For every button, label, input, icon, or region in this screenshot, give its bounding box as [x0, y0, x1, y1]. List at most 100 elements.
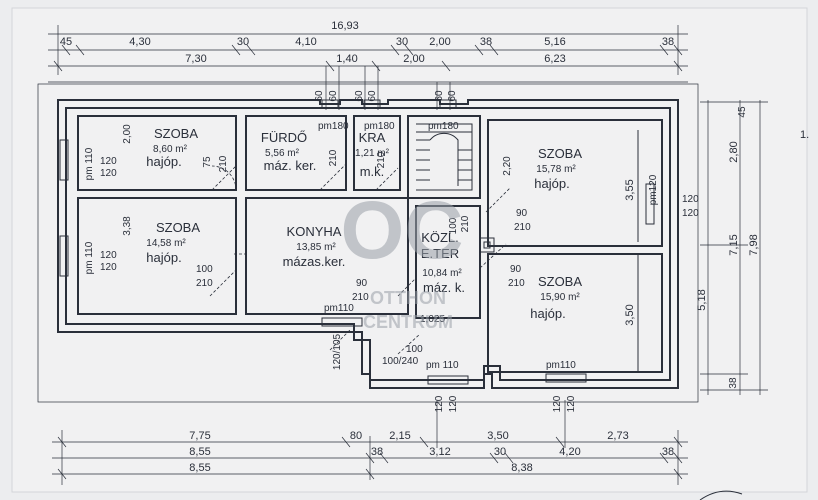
room-7-floor: máz. k. — [423, 280, 465, 295]
dim-bottom-r1-1: 7,75 — [189, 430, 210, 442]
door-210-c: 210 — [376, 151, 387, 168]
dim-bottom-r3-1: 8,55 — [189, 462, 210, 474]
watermark-logo: OC OTTHON CENTRUM — [341, 185, 464, 332]
win-120-d: 120 — [100, 262, 117, 273]
opening-pm180-a: pm180 — [318, 121, 349, 132]
dim-right-6: 5,18 — [696, 289, 708, 310]
opening-pm110-a: pm 110 — [84, 147, 95, 180]
room-6-name: KONYHA — [287, 224, 342, 239]
dim-bottom-r1-4: 3,50 — [487, 430, 508, 442]
win-120-b: 120 — [100, 168, 117, 179]
opening-pm110-d: pm 110 — [426, 360, 459, 371]
dim-v-60-6: 60 — [447, 90, 458, 102]
bottom-120-b: 120 — [448, 395, 459, 412]
dim-v-60-3: 60 — [354, 90, 365, 102]
door-210-f: 210 — [508, 278, 525, 289]
dim-overall: 16,93 — [331, 20, 359, 32]
dim-bottom-r1-3: 2,15 — [389, 430, 410, 442]
room-5-name: SZOBA — [156, 220, 200, 235]
door-210-e: 210 — [514, 222, 531, 233]
opening-pm180-b: pm180 — [364, 121, 395, 132]
opening-pm110-e: pm110 — [546, 360, 576, 371]
dim-v-60-4: 60 — [367, 90, 378, 102]
opening-pm110-c: pm110 — [324, 303, 354, 314]
door-210-a: 210 — [218, 155, 229, 172]
dim-3-38: 3,38 — [122, 216, 133, 236]
room-6-floor: mázas.ker. — [283, 254, 346, 269]
dim-right-5: 7,98 — [748, 234, 760, 255]
dim-right-3: 3,55 — [624, 179, 636, 200]
opening-120-105: 120/105 — [332, 333, 343, 370]
door-210-d: 210 — [196, 278, 213, 289]
dim-right-8: 38 — [728, 377, 739, 389]
win-120-f: 120 — [682, 208, 699, 219]
dim-top-2: 4,30 — [129, 36, 150, 48]
dim-v-60-5: 60 — [434, 90, 445, 102]
room-4-area: 15,78 m² — [536, 164, 576, 175]
win-120-e: 120 — [682, 194, 699, 205]
room-7-name: KÖZL. — [421, 230, 459, 245]
dim-right-4: 7,15 — [728, 234, 740, 255]
chimney — [479, 237, 495, 253]
room-2-floor: máz. ker. — [264, 158, 317, 173]
door-100-b: 100 — [406, 344, 423, 355]
dim-top-r2-2: 1,40 — [336, 53, 357, 65]
door-210-g: 210 — [352, 292, 369, 303]
val-1025: 1,025 — [420, 314, 445, 325]
watermark-line-1: OTTHON — [370, 288, 446, 308]
room-2-name: FÜRDŐ — [261, 130, 307, 145]
opening-pm110-b: pm 110 — [84, 241, 95, 274]
opening-labels: pm180 pm180 pm180 pm 110 pm 110 pm110 pm… — [84, 121, 699, 412]
dim-right-2: 2,80 — [728, 141, 740, 162]
win-120-c: 120 — [100, 250, 117, 261]
door-210-b: 210 — [328, 149, 339, 166]
room-8-area: 15,90 m² — [540, 292, 580, 303]
exterior-walls — [37, 83, 699, 403]
room-7-area: 10,84 m² — [422, 268, 462, 279]
dim-bottom-r1-5: 2,73 — [607, 430, 628, 442]
room-1-area: 8,60 m² — [153, 144, 188, 155]
win-120-a: 120 — [100, 156, 117, 167]
watermark-line-2: CENTRUM — [363, 312, 453, 332]
room-5-area: 14,58 m² — [146, 238, 186, 249]
dim-top-4: 4,10 — [295, 36, 316, 48]
dim-bottom-r2-6: 38 — [662, 446, 674, 458]
room-3-name: KRA — [359, 130, 386, 145]
room-5-floor: hajóp. — [146, 250, 181, 265]
dim-top-r2-3: 2,00 — [403, 53, 424, 65]
room-7-name2: E.TER — [421, 246, 459, 261]
dim-bottom-r3-2: 8,38 — [511, 462, 532, 474]
margin-mark: 1. — [800, 129, 809, 141]
room-6-area: 13,85 m² — [296, 242, 336, 253]
dim-top-3: 30 — [237, 36, 249, 48]
dim-top-1: 45 — [60, 36, 72, 48]
dim-bottom-r2-5: 4,20 — [559, 446, 580, 458]
dim-top-9: 38 — [662, 36, 674, 48]
room-labels: SZOBA 8,60 m² hajóp. FÜRDŐ 5,56 m² máz. … — [146, 126, 582, 321]
door-75: 75 — [202, 156, 213, 168]
dim-top-7: 38 — [480, 36, 492, 48]
dim-top-8: 5,16 — [544, 36, 565, 48]
room-1-floor: hajóp. — [146, 154, 181, 169]
dim-top-r2-4: 6,23 — [544, 53, 565, 65]
dim-bottom-r2-2: 38 — [371, 446, 383, 458]
right-dimension-lines: 45 2,80 3,55 7,15 7,98 5,18 3,50 38 — [624, 100, 768, 395]
room-2-area: 5,56 m² — [265, 148, 300, 159]
dim-top-5: 30 — [396, 36, 408, 48]
door-90-a: 90 — [516, 208, 528, 219]
dim-v-60-1: 60 — [314, 90, 325, 102]
opening-100-240: 100/240 — [382, 356, 419, 367]
dim-top-6: 2,00 — [429, 36, 450, 48]
dim-bottom-r2-4: 30 — [494, 446, 506, 458]
bottom-120-d: 120 — [566, 395, 577, 412]
dim-2-20: 2,20 — [502, 156, 513, 176]
door-210-h: 210 — [460, 215, 471, 232]
pen-mark — [699, 490, 743, 500]
dim-v-60-2: 60 — [328, 90, 339, 102]
dim-right-7: 3,50 — [624, 304, 636, 325]
room-8-floor: hajóp. — [530, 306, 565, 321]
dim-top-r2-1: 7,30 — [185, 53, 206, 65]
room-3-floor: m.k. — [360, 164, 385, 179]
top-dimension-lines: 16,93 45 4,30 30 4,10 30 2,00 38 5,16 38… — [48, 20, 688, 110]
